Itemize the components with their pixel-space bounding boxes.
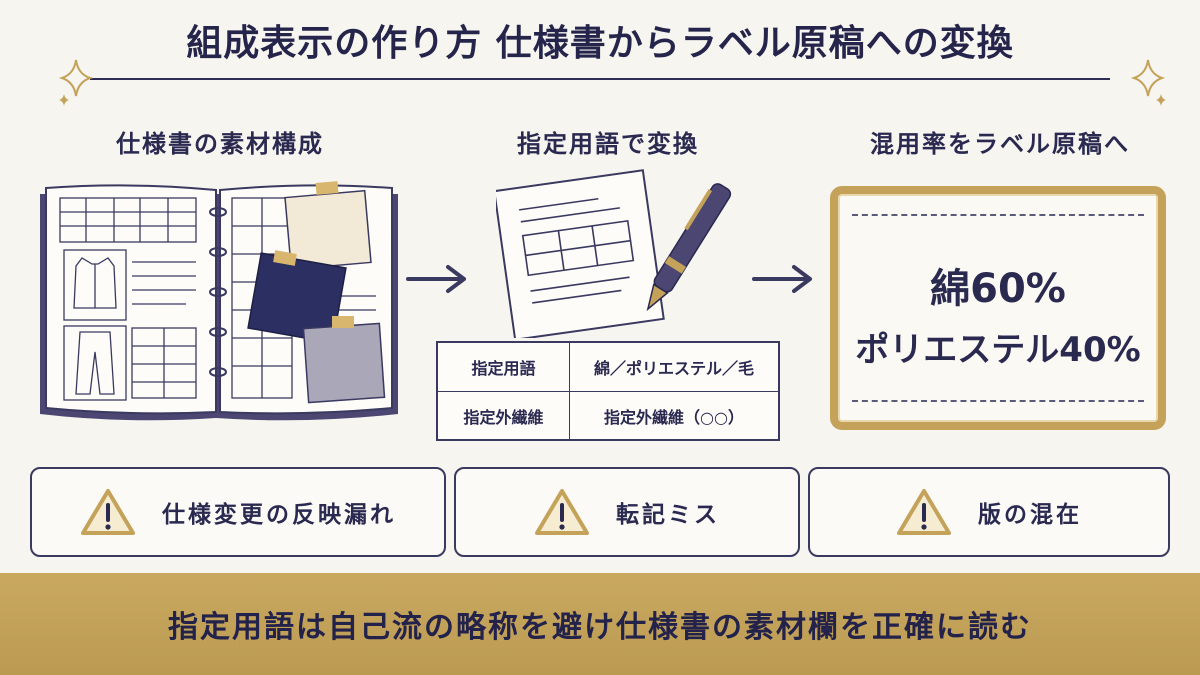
term-label: 指定用語 [438,343,570,391]
term-value: 綿／ポリエステル／毛 [593,359,754,378]
warning-text: 版の混在 [978,502,1082,528]
table-row: 指定用語 綿／ポリエステル／毛 [438,343,778,391]
table-row: 指定外繊維 指定外繊維（○○） [438,391,778,439]
page-title: 組成表示の作り方 仕様書からラベル原稿への変換 [186,23,1014,64]
spec-binder-illustration [40,181,398,421]
warning-box-version-mix: 版の混在 [808,467,1170,557]
footer-band: 指定用語は自己流の略称を避け仕様書の素材欄を正確に読む [0,573,1200,675]
label-line-cotton: 綿60% [930,266,1066,312]
footer-message: 指定用語は自己流の略称を避け仕様書の素材欄を正確に読む [168,610,1032,645]
warning-triangle-icon [81,489,135,535]
term-table: 指定用語 綿／ポリエステル／毛 指定外繊維 指定外繊維（○○） [436,341,780,441]
warning-text: 転記ミス [616,502,720,528]
sparkle-icon [58,59,94,106]
column-heading-label: 混用率をラベル原稿へ [870,130,1130,158]
warning-box-spec-change: 仕様変更の反映漏れ [30,467,446,557]
arrow-right-icon [406,265,466,293]
title-underline [90,78,1110,80]
column-heading-spec: 仕様書の素材構成 [116,130,324,158]
term-label: 指定外繊維 [438,392,570,439]
sparkle-icon [1130,59,1166,106]
dashed-divider [852,400,1144,402]
warning-triangle-icon [897,489,951,535]
warning-triangle-icon [535,489,589,535]
arrow-right-icon [752,265,812,293]
label-line-polyester: ポリエステル40% [855,330,1141,370]
term-value: 指定外繊維（○○） [604,407,744,427]
column-heading-convert: 指定用語で変換 [517,130,699,158]
warning-text: 仕様変更の反映漏れ [162,502,396,528]
document-pen-illustration [496,169,732,338]
label-draft-board: 綿60% ポリエステル40% [830,186,1166,430]
warning-box-transcription: 転記ミス [454,467,800,557]
dashed-divider [852,214,1144,216]
